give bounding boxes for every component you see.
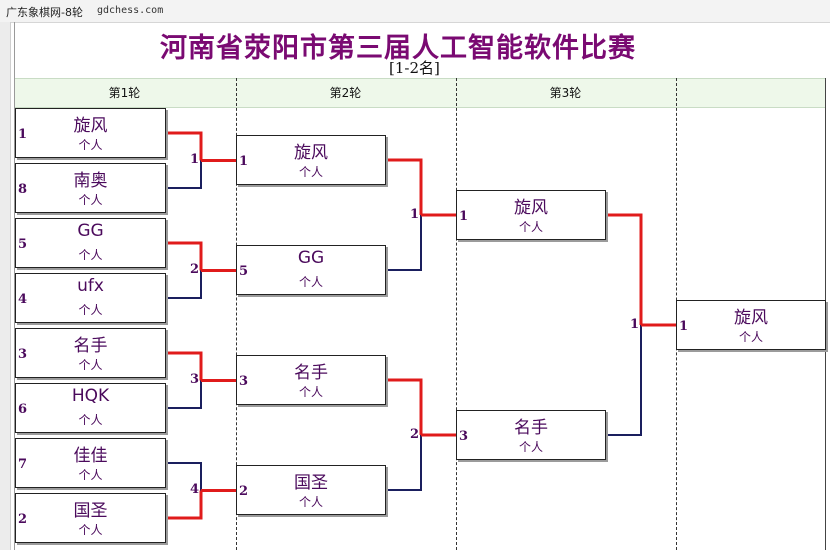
round-header-row [15, 78, 825, 108]
seed-number: 1 [679, 319, 689, 334]
round1-entry[interactable]: 2 国圣 个人 [15, 493, 166, 543]
match-number: 2 [410, 427, 420, 442]
player-type: 个人 [298, 275, 323, 289]
winner-line [385, 378, 423, 435]
window-site-text: gdchess.com [97, 5, 164, 16]
player-name: 名手 [294, 363, 328, 383]
player-name: 国圣 [294, 473, 328, 493]
player-type: 个人 [518, 220, 543, 234]
player-name: 旋风 [294, 143, 328, 163]
winner-line [165, 351, 203, 381]
loser-line [165, 462, 202, 491]
player-name: GG [77, 221, 104, 241]
winner-line [165, 241, 203, 271]
round3-entry[interactable]: 3 名手 个人 [456, 410, 606, 460]
player-type: 个人 [298, 495, 323, 509]
player-name: 佳佳 [73, 446, 108, 466]
player-name: ufx [77, 276, 104, 296]
round1-entry[interactable]: 5 GG 个人 [15, 218, 166, 268]
round-divider-1 [236, 78, 237, 550]
match-number: 3 [190, 372, 200, 387]
player-name: GG [297, 248, 325, 268]
seed-number: 7 [18, 457, 28, 472]
player-name: 国圣 [73, 501, 108, 521]
page-subtitle: [1-2名] [389, 59, 440, 77]
left-scroll-strip[interactable] [0, 22, 11, 550]
match-number: 4 [190, 482, 200, 497]
round-label-1: 第1轮 [108, 86, 141, 100]
player-type: 个人 [78, 303, 103, 317]
seed-number: 1 [459, 209, 469, 224]
seed-number: 1 [239, 154, 249, 169]
seed-number: 6 [18, 402, 28, 417]
loser-line [165, 160, 202, 189]
player-name: 旋风 [73, 116, 108, 136]
seed-number: 8 [18, 182, 28, 197]
round1-entry[interactable]: 1 旋风 个人 [15, 108, 166, 158]
player-type: 个人 [78, 138, 103, 152]
seed-number: 5 [239, 264, 249, 279]
window-title: 广东象棋网-8轮 [6, 6, 83, 19]
seed-number: 1 [18, 127, 28, 142]
round2-entry[interactable]: 2 国圣 个人 [236, 465, 386, 515]
match-number: 1 [630, 317, 640, 332]
seed-number: 3 [18, 347, 28, 362]
winner-line [605, 213, 643, 325]
left-border-line [14, 22, 15, 550]
seed-number: 3 [239, 374, 249, 389]
round2-entry[interactable]: 3 名手 个人 [236, 355, 386, 405]
seed-number: 5 [18, 237, 28, 252]
player-type: 个人 [78, 358, 103, 372]
player-type: 个人 [298, 165, 323, 179]
loser-line [385, 215, 422, 271]
round-label-3: 第3轮 [549, 86, 582, 100]
loser-line [605, 325, 642, 436]
player-type: 个人 [78, 468, 103, 482]
match-number: 1 [410, 207, 420, 222]
round1-entry[interactable]: 6 HQK 个人 [15, 383, 166, 433]
player-type: 个人 [518, 440, 543, 454]
round1-entry[interactable]: 7 佳佳 个人 [15, 438, 166, 488]
player-name: 南奥 [73, 171, 108, 191]
window-title-bar: 广东象棋网-8轮 gdchess.com [0, 0, 830, 23]
match-number: 1 [190, 152, 200, 167]
player-name: HQK [71, 386, 110, 406]
loser-line [165, 380, 202, 409]
player-type: 个人 [78, 193, 103, 207]
loser-line [165, 270, 202, 299]
match-number: 2 [190, 262, 200, 277]
winner-line [385, 158, 423, 215]
seed-number: 2 [239, 484, 249, 499]
round1-entry[interactable]: 3 名手 个人 [15, 328, 166, 378]
player-name: 名手 [514, 418, 548, 438]
player-name: 名手 [73, 336, 108, 356]
seed-number: 2 [18, 512, 28, 527]
champion-entry[interactable]: 1 旋风 个人 [676, 300, 826, 350]
seed-number: 3 [459, 429, 469, 444]
page-title: 河南省荥阳市第三届人工智能软件比赛 [160, 33, 636, 64]
round3-entry[interactable]: 1 旋风 个人 [456, 190, 606, 240]
player-name: 旋风 [514, 198, 548, 218]
round1-entry[interactable]: 4 ufx 个人 [15, 273, 166, 323]
winner-line [165, 490, 203, 520]
round-label-2: 第2轮 [329, 86, 362, 100]
player-type: 个人 [298, 385, 323, 399]
player-name: 旋风 [734, 308, 768, 328]
player-type: 个人 [738, 330, 763, 344]
round1-entry[interactable]: 8 南奥 个人 [15, 163, 166, 213]
loser-line [385, 435, 422, 491]
player-type: 个人 [78, 523, 103, 537]
round2-entry[interactable]: 1 旋风 个人 [236, 135, 386, 185]
seed-number: 4 [18, 292, 28, 307]
winner-line [165, 131, 203, 161]
round2-entry[interactable]: 5 GG 个人 [236, 245, 386, 295]
round-divider-2 [456, 78, 457, 550]
player-type: 个人 [78, 413, 103, 427]
player-type: 个人 [78, 248, 103, 262]
